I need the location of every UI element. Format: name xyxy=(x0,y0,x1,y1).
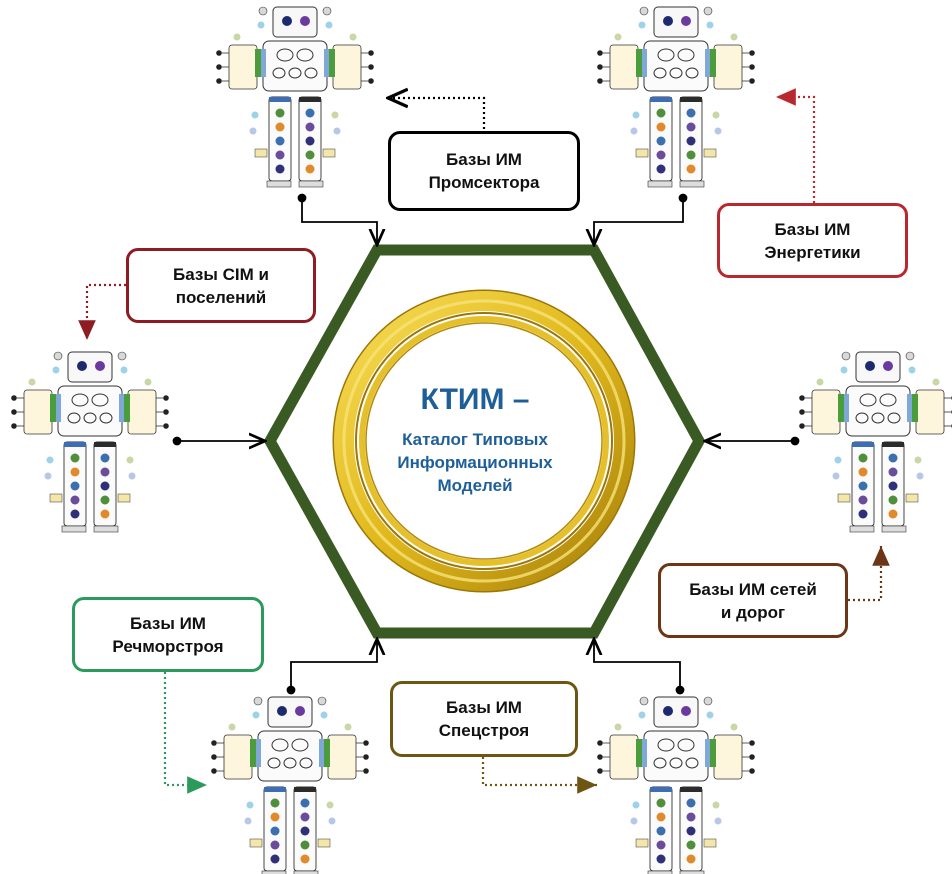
connector-bottom-right xyxy=(594,639,681,690)
spetsstroy-line-1: Базы ИМ xyxy=(446,698,522,717)
dotted-energetika xyxy=(776,88,816,203)
dotted-cim xyxy=(78,283,126,340)
seti-line-1: Базы ИМ сетей xyxy=(689,579,817,599)
rechmorstroy-line-2: Речморстроя xyxy=(112,636,224,656)
label-box-promsektor: Базы ИМ Промсектора xyxy=(388,131,580,211)
golden-ring xyxy=(332,289,636,593)
connector-bottom-left xyxy=(290,639,377,690)
solid-connectors xyxy=(172,193,800,695)
catalog-subtitle-line-2: Информационных xyxy=(397,453,553,472)
dotted-promsektor xyxy=(388,98,486,129)
label-box-spetsstroy: Базы ИМ Спецстроя xyxy=(390,681,578,757)
model-diagram-left xyxy=(11,351,169,533)
label-box-cim: Базы CIM и поселений xyxy=(126,248,316,323)
promsektor-line-2: Промсектора xyxy=(428,173,540,192)
label-box-seti: Базы ИМ сетей и дорог xyxy=(658,563,848,638)
model-diagram-right xyxy=(799,351,952,533)
dotted-spetsstroy xyxy=(481,757,597,794)
label-box-rechmorstroy: Базы ИМ Речморстроя xyxy=(72,597,264,672)
spetsstroy-line-2: Спецстроя xyxy=(438,721,530,740)
catalog-center-label: КТИМ – Каталог Типовых Информационных Мо… xyxy=(340,380,610,497)
model-diagram-bottom-left xyxy=(211,696,369,874)
catalog-subtitle-line-3: Моделей xyxy=(437,476,513,495)
catalog-hexagon xyxy=(263,244,706,639)
promsektor-line-1: Базы ИМ xyxy=(446,150,522,169)
seti-line-2: и дорог xyxy=(720,602,786,622)
dotted-rechmorstroy xyxy=(163,672,207,794)
cim-line-2: поселений xyxy=(175,287,267,307)
label-box-energetika: Базы ИМ Энергетики xyxy=(717,203,908,278)
model-diagram-top-left xyxy=(216,6,374,188)
catalog-title: КТИМ – xyxy=(420,383,530,416)
connector-top-right xyxy=(594,198,684,245)
energetika-line-1: Базы ИМ xyxy=(774,219,851,239)
dotted-connectors xyxy=(78,88,890,794)
catalog-subtitle-line-1: Каталог Типовых xyxy=(402,430,548,449)
cim-line-1: Базы CIM и xyxy=(173,264,269,284)
energetika-line-2: Энергетики xyxy=(764,242,861,262)
rechmorstroy-line-1: Базы ИМ xyxy=(130,613,206,633)
connector-top-left xyxy=(301,198,377,245)
model-diagrams xyxy=(11,6,952,874)
model-diagram-top-right xyxy=(597,6,755,188)
dotted-seti xyxy=(848,546,890,602)
model-diagram-bottom-right xyxy=(597,696,755,874)
